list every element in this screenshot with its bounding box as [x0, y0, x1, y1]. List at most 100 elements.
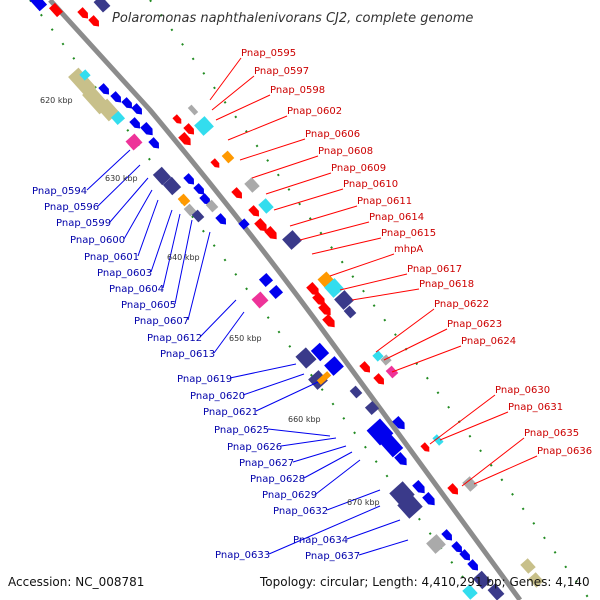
gene-arrow[interactable] [318, 301, 334, 318]
gene-arrow[interactable] [148, 137, 161, 151]
gene-feature[interactable] [426, 534, 446, 554]
gene-feature[interactable] [520, 558, 536, 574]
gene-label[interactable]: Pnap_0619 [177, 374, 232, 385]
gene-arrow[interactable] [140, 121, 156, 138]
gene-label[interactable]: Pnap_0633 [215, 550, 270, 561]
gene-arrow[interactable] [447, 483, 460, 497]
gene-feature[interactable] [28, 0, 48, 12]
gene-feature[interactable] [183, 203, 197, 217]
gene-feature[interactable] [432, 434, 444, 446]
gene-label[interactable]: Pnap_0608 [318, 146, 373, 157]
gene-label[interactable]: Pnap_0630 [495, 385, 550, 396]
gene-label[interactable]: Pnap_0611 [357, 196, 412, 207]
gene-arrow[interactable] [412, 479, 428, 496]
gene-feature[interactable] [205, 199, 219, 213]
gene-feature[interactable] [397, 493, 423, 519]
gene-label[interactable]: Pnap_0635 [524, 428, 579, 439]
gene-feature[interactable] [268, 284, 284, 300]
gene-arrow[interactable] [420, 442, 431, 453]
gene-feature[interactable] [152, 166, 172, 186]
gene-feature[interactable] [462, 584, 478, 600]
gene-feature[interactable] [49, 2, 63, 18]
gene-label[interactable]: Pnap_0634 [293, 535, 348, 546]
gene-arrow[interactable] [88, 15, 101, 29]
gene-feature[interactable] [380, 434, 404, 458]
gene-label[interactable]: Pnap_0625 [214, 425, 269, 436]
gene-label[interactable]: Pnap_0600 [70, 235, 125, 246]
gene-label[interactable]: Pnap_0614 [369, 212, 424, 223]
gene-arrow[interactable] [215, 213, 228, 227]
gene-label[interactable]: Pnap_0599 [56, 218, 111, 229]
gene-feature[interactable] [177, 193, 191, 207]
gene-feature[interactable] [251, 291, 269, 309]
gene-arrow[interactable] [322, 313, 338, 330]
gene-label[interactable]: Pnap_0594 [32, 186, 87, 197]
gene-feature[interactable] [191, 209, 205, 223]
gene-label[interactable]: Pnap_0620 [190, 391, 245, 402]
gene-arrow[interactable] [422, 491, 438, 508]
gene-label[interactable]: Pnap_0603 [97, 268, 152, 279]
gene-feature[interactable] [316, 371, 332, 385]
gene-arrow[interactable] [199, 193, 212, 207]
gene-feature[interactable] [472, 570, 492, 590]
gene-feature[interactable] [187, 104, 199, 116]
gene-feature[interactable] [324, 278, 344, 298]
gene-label[interactable]: Pnap_0602 [287, 106, 342, 117]
gene-arrow[interactable] [459, 549, 472, 563]
gene-label[interactable]: Pnap_0613 [160, 349, 215, 360]
gene-label[interactable]: Pnap_0617 [407, 264, 462, 275]
gene-label[interactable]: Pnap_0595 [241, 48, 296, 59]
gene-label[interactable]: Pnap_0636 [537, 446, 592, 457]
gene-feature[interactable] [324, 356, 344, 376]
gene-label[interactable]: Pnap_0631 [508, 402, 563, 413]
gene-arrow[interactable] [264, 225, 280, 242]
gene-arrow[interactable] [121, 97, 134, 111]
gene-label[interactable]: Pnap_0607 [134, 316, 189, 327]
gene-label[interactable]: Pnap_0610 [343, 179, 398, 190]
gene-label[interactable]: Pnap_0604 [109, 284, 164, 295]
gene-arrow[interactable] [312, 291, 328, 308]
gene-arrow[interactable] [248, 205, 261, 219]
gene-feature[interactable] [349, 385, 363, 399]
gene-arrow[interactable] [306, 281, 322, 298]
gene-label[interactable]: Pnap_0629 [262, 490, 317, 501]
gene-label[interactable]: Pnap_0626 [227, 442, 282, 453]
gene-label[interactable]: Pnap_0623 [447, 319, 502, 330]
gene-feature[interactable] [343, 305, 357, 319]
gene-arrow[interactable] [129, 117, 142, 131]
gene-arrow[interactable] [210, 158, 221, 169]
gene-feature[interactable] [487, 583, 505, 600]
gene-feature[interactable] [295, 347, 317, 369]
gene-arrow[interactable] [178, 131, 194, 148]
gene-arrow[interactable] [254, 217, 270, 234]
gene-label[interactable]: Pnap_0597 [254, 66, 309, 77]
gene-feature[interactable] [282, 230, 302, 250]
gene-feature[interactable] [528, 572, 544, 588]
gene-feature[interactable] [162, 176, 182, 196]
gene-arrow[interactable] [98, 83, 111, 97]
gene-arrow[interactable] [392, 415, 408, 432]
gene-arrow[interactable] [183, 123, 196, 137]
gene-feature[interactable] [244, 177, 260, 193]
gene-label[interactable]: Pnap_0632 [273, 506, 328, 517]
gene-feature[interactable] [334, 290, 354, 310]
gene-label[interactable]: Pnap_0637 [305, 551, 360, 562]
gene-arrow[interactable] [394, 451, 410, 468]
gene-feature[interactable] [194, 116, 214, 136]
gene-feature[interactable] [79, 69, 91, 81]
gene-label[interactable]: mhpA [394, 244, 423, 255]
gene-feature[interactable] [258, 272, 274, 288]
gene-label[interactable]: Pnap_0622 [434, 299, 489, 310]
gene-label[interactable]: Pnap_0598 [270, 85, 325, 96]
gene-feature[interactable] [110, 110, 126, 126]
gene-label[interactable]: Pnap_0609 [331, 163, 386, 174]
gene-feature[interactable] [364, 400, 380, 416]
gene-label[interactable]: Pnap_0627 [239, 458, 294, 469]
gene-arrow[interactable] [183, 173, 196, 187]
gene-label[interactable]: Pnap_0606 [305, 129, 360, 140]
gene-arrow[interactable] [359, 361, 372, 375]
gene-arrow[interactable] [441, 529, 454, 543]
gene-label[interactable]: Pnap_0596 [44, 202, 99, 213]
gene-label[interactable]: Pnap_0618 [419, 279, 474, 290]
gene-arrow[interactable] [373, 373, 386, 387]
